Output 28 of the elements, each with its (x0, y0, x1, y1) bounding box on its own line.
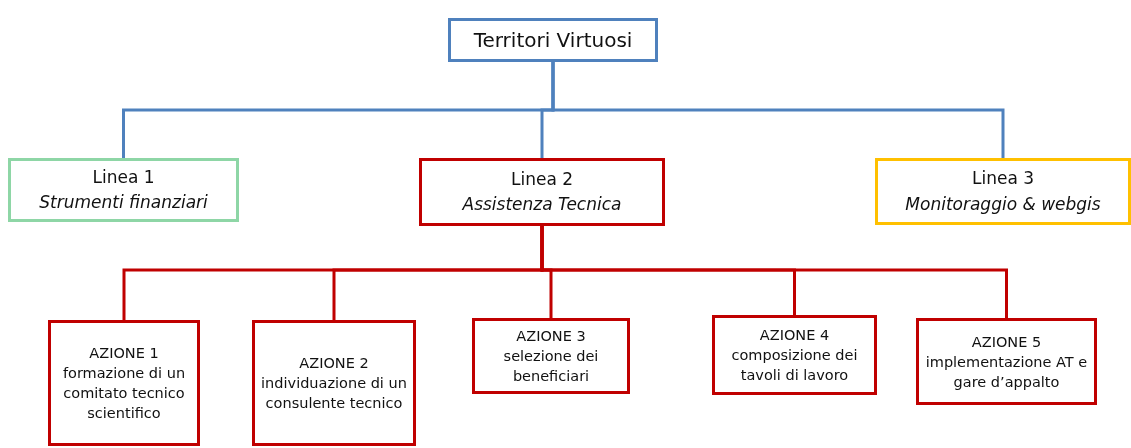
box-title: AZIONE 2 (299, 354, 369, 373)
box-title: AZIONE 3 (516, 327, 586, 346)
box-title: Linea 3 (971, 167, 1035, 190)
process-box (448, 18, 658, 62)
process-box (916, 318, 1097, 405)
box-subtitle: Assistenza Tecnica (462, 193, 622, 216)
process-box (8, 158, 239, 222)
box-subtitle: individuazione di un consulente tecnico (260, 374, 408, 413)
box-title: Linea 1 (92, 165, 155, 189)
process-box (712, 315, 877, 395)
process-box (472, 318, 630, 394)
box-subtitle: Strumenti finanziari (39, 191, 208, 214)
process-box (419, 158, 665, 226)
box-title: AZIONE 1 (89, 344, 159, 363)
box-subtitle: implementazione AT e gare d’appalto (924, 352, 1089, 392)
box-title: Territori Virtuosi (473, 27, 633, 54)
box-subtitle: Monitoraggio & webgis (905, 192, 1101, 216)
box-subtitle: formazione di un comitato tecnico scientifico (61, 364, 187, 423)
box-subtitle: composizione dei tavoli di lavoro (730, 346, 859, 385)
process-box (48, 320, 200, 446)
box-subtitle: selezione dei beneficiari (502, 347, 600, 386)
box-title: Linea 2 (510, 167, 574, 191)
box-title: AZIONE 4 (759, 326, 830, 345)
connector-line (540, 226, 1008, 318)
connector-line (551, 62, 1005, 158)
process-box (875, 158, 1131, 225)
box-title: AZIONE 5 (971, 332, 1042, 352)
process-box (252, 320, 416, 446)
